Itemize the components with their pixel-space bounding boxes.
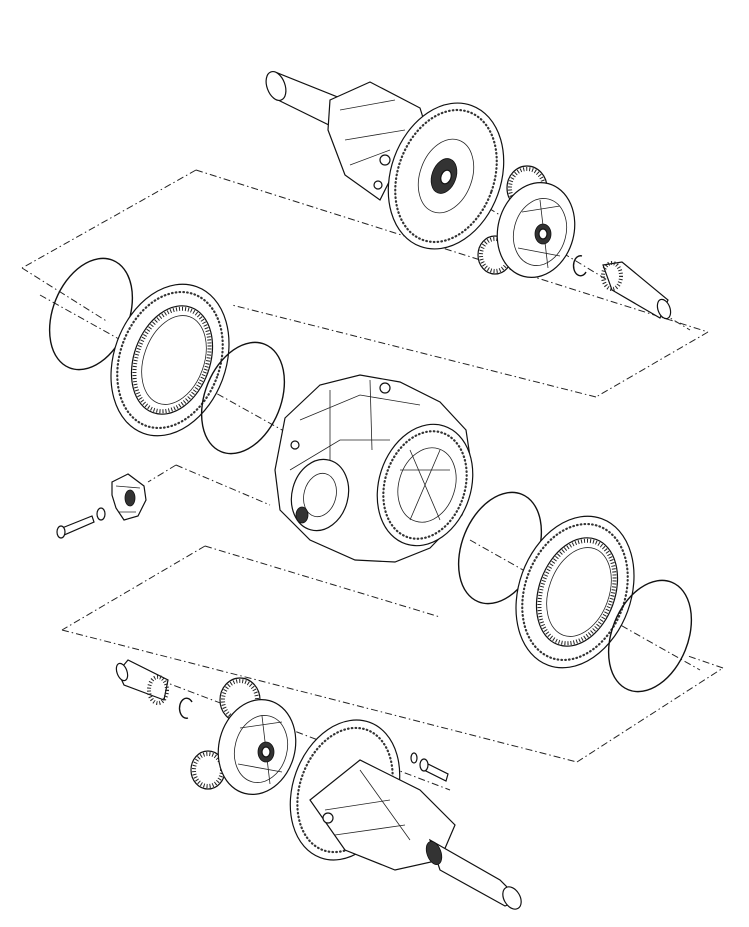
lower-ring-gear bbox=[515, 515, 635, 669]
lower-bolt bbox=[410, 752, 449, 782]
upper-axle-housing bbox=[265, 70, 505, 250]
differential-center-housing bbox=[274, 374, 474, 563]
upper-o-ring-inner bbox=[200, 341, 286, 455]
upper-ring-gear bbox=[110, 283, 230, 437]
lower-assembly-boundary bbox=[61, 545, 724, 763]
yoke-flange bbox=[111, 473, 147, 521]
yoke-bolt bbox=[56, 515, 95, 539]
upper-snap-ring bbox=[572, 255, 587, 277]
yoke-boundary bbox=[147, 464, 271, 506]
lower-planetary-carrier bbox=[190, 677, 297, 795]
lower-o-ring-outer bbox=[607, 579, 693, 693]
yoke-washer bbox=[96, 507, 106, 521]
lower-snap-ring bbox=[178, 697, 193, 719]
lower-sun-gear-shaft bbox=[115, 659, 169, 705]
upper-planetary-carrier bbox=[477, 165, 576, 278]
lower-axle-housing bbox=[289, 719, 522, 910]
upper-sun-gear-shaft bbox=[601, 261, 672, 320]
